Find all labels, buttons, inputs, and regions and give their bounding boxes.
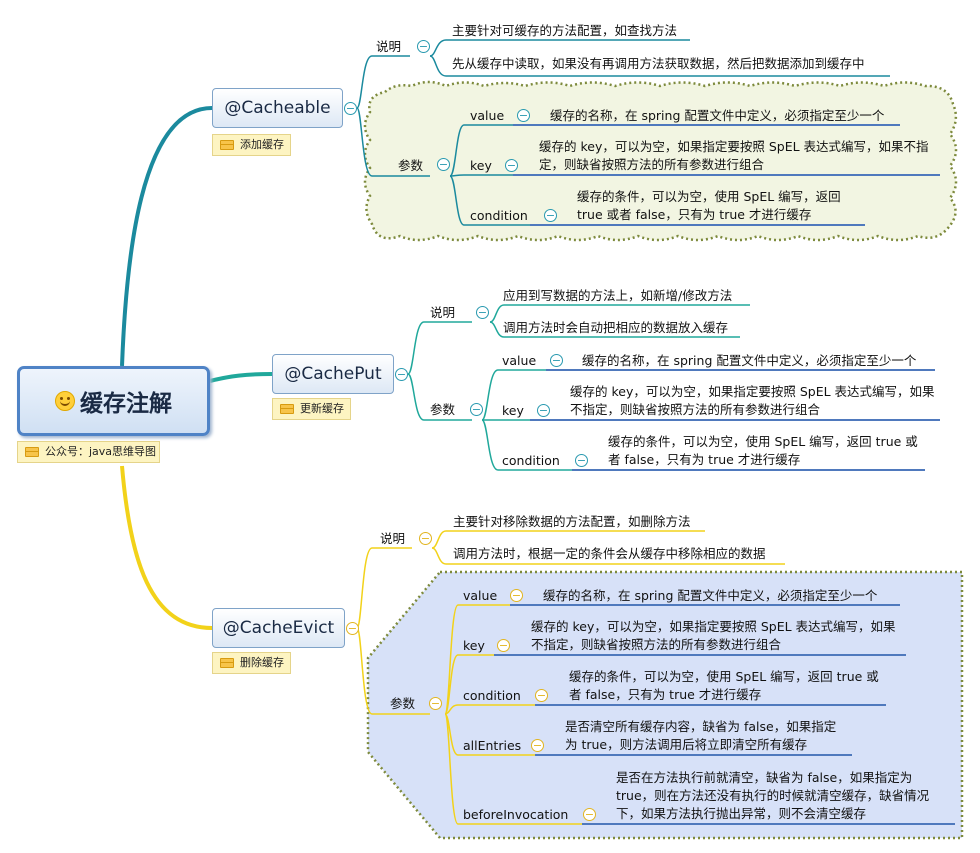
collapse-icon[interactable]: − (544, 209, 557, 222)
collapse-icon[interactable]: − (497, 639, 510, 652)
collapse-icon[interactable]: − (531, 739, 544, 752)
topic-cacheevict-title: @CacheEvict (222, 618, 335, 638)
cacheevict-note[interactable]: 删除缓存 (212, 652, 291, 674)
collapse-icon[interactable]: − (344, 102, 357, 115)
cacheevict-params-label[interactable]: 参数 (390, 696, 416, 711)
cacheevict-param-allentries-desc[interactable]: 是否清空所有缓存内容，缺省为 false，如果指定为 true，则方法调用后将立… (565, 719, 837, 752)
cacheable-param-key-desc[interactable]: 缓存的 key，可以为空，如果指定要按照 SpEL 表达式编写，如果不指定，则缺… (539, 139, 929, 172)
cacheable-desc-1[interactable]: 主要针对可缓存的方法配置，如查找方法 (452, 23, 678, 38)
cacheevict-param-key[interactable]: key (463, 638, 485, 653)
collapse-icon[interactable]: − (429, 697, 442, 710)
collapse-icon[interactable]: − (517, 109, 530, 122)
smiley-icon (55, 391, 75, 411)
note-icon (220, 140, 234, 150)
collapse-icon[interactable]: − (417, 40, 430, 53)
cacheable-desc-label[interactable]: 说明 (376, 39, 402, 54)
collapse-icon[interactable]: − (575, 454, 588, 467)
cacheput-params-label[interactable]: 参数 (430, 402, 456, 417)
cacheput-param-condition-desc[interactable]: 缓存的条件，可以为空，使用 SpEL 编写，返回 true 或者 false，只… (608, 434, 918, 467)
cacheput-param-key[interactable]: key (502, 403, 524, 418)
collapse-icon[interactable]: − (535, 689, 548, 702)
central-topic-title: 缓存注解 (80, 391, 172, 417)
cacheevict-desc-label[interactable]: 说明 (380, 531, 406, 546)
cacheable-param-key[interactable]: key (470, 158, 492, 173)
cacheable-params-boundary (363, 80, 958, 242)
cacheevict-param-allentries[interactable]: allEntries (463, 738, 522, 753)
cacheable-params-label[interactable]: 参数 (398, 158, 424, 173)
topic-cacheable[interactable]: @Cacheable (212, 88, 343, 128)
cacheevict-param-key-desc[interactable]: 缓存的 key，可以为空，如果指定要按照 SpEL 表达式编写，如果不指定，则缺… (531, 619, 896, 652)
topic-cacheput[interactable]: @CachePut (272, 354, 394, 394)
cacheevict-desc-2[interactable]: 调用方法时，根据一定的条件会从缓存中移除相应的数据 (453, 546, 766, 561)
collapse-icon[interactable]: − (476, 306, 489, 319)
central-note-text: 公众号：java思维导图 (45, 445, 157, 458)
collapse-icon[interactable]: − (395, 368, 408, 381)
cacheevict-param-value-desc[interactable]: 缓存的名称，在 spring 配置文件中定义，必须指定至少一个 (543, 588, 878, 603)
note-icon (280, 404, 294, 414)
collapse-icon[interactable]: − (510, 589, 523, 602)
central-topic[interactable]: 缓存注解 (17, 366, 210, 436)
cacheput-param-condition[interactable]: condition (502, 453, 560, 468)
cacheevict-param-beforeinvocation[interactable]: beforeInvocation (463, 807, 569, 822)
cacheput-desc-label[interactable]: 说明 (430, 305, 456, 320)
collapse-icon[interactable]: − (419, 532, 432, 545)
collapse-icon[interactable]: − (470, 403, 483, 416)
cacheable-desc-2[interactable]: 先从缓存中读取，如果没有再调用方法获取数据，然后把数据添加到缓存中 (452, 56, 865, 71)
topic-cacheevict[interactable]: @CacheEvict (212, 608, 345, 648)
cacheput-desc-1[interactable]: 应用到写数据的方法上，如新增/修改方法 (503, 288, 733, 303)
cacheput-param-value[interactable]: value (502, 353, 537, 368)
note-icon (220, 658, 234, 668)
collapse-icon[interactable]: − (583, 808, 596, 821)
cacheable-param-condition[interactable]: condition (470, 208, 528, 223)
cacheable-note[interactable]: 添加缓存 (212, 134, 291, 156)
collapse-icon[interactable]: − (550, 354, 563, 367)
cacheable-note-text: 添加缓存 (240, 138, 284, 151)
topic-cacheput-title: @CachePut (284, 364, 382, 384)
topic-cacheable-title: @Cacheable (224, 98, 331, 118)
cacheput-note[interactable]: 更新缓存 (272, 398, 351, 420)
central-note[interactable]: 公众号：java思维导图 (17, 441, 160, 463)
cacheevict-param-value[interactable]: value (463, 588, 498, 603)
note-icon (25, 447, 39, 457)
cacheput-param-value-desc[interactable]: 缓存的名称，在 spring 配置文件中定义，必须指定至少一个 (582, 353, 917, 368)
collapse-icon[interactable]: − (537, 404, 550, 417)
collapse-icon[interactable]: − (346, 622, 359, 635)
cacheput-param-key-desc[interactable]: 缓存的 key，可以为空，如果指定要按照 SpEL 表达式编写，如果不指定，则缺… (570, 384, 935, 417)
cacheevict-param-condition[interactable]: condition (463, 688, 521, 703)
cacheevict-note-text: 删除缓存 (240, 656, 284, 669)
cacheevict-desc-1[interactable]: 主要针对移除数据的方法配置，如删除方法 (453, 514, 691, 529)
cacheput-desc-2[interactable]: 调用方法时会自动把相应的数据放入缓存 (503, 320, 729, 335)
cacheable-param-value-desc[interactable]: 缓存的名称，在 spring 配置文件中定义，必须指定至少一个 (550, 108, 885, 123)
cacheevict-param-condition-desc[interactable]: 缓存的条件，可以为空，使用 SpEL 编写，返回 true 或者 false，只… (569, 669, 879, 702)
collapse-icon[interactable]: − (505, 159, 518, 172)
cacheable-param-value[interactable]: value (470, 108, 505, 123)
cacheevict-param-beforeinvocation-desc[interactable]: 是否在方法执行前就清空，缺省为 false，如果指定为 true，则在方法还没有… (616, 770, 930, 821)
cacheable-param-condition-desc[interactable]: 缓存的条件，可以为空，使用 SpEL 编写，返回 true 或者 false，只… (577, 189, 841, 222)
cacheput-note-text: 更新缓存 (300, 402, 344, 415)
collapse-icon[interactable]: − (437, 158, 450, 171)
